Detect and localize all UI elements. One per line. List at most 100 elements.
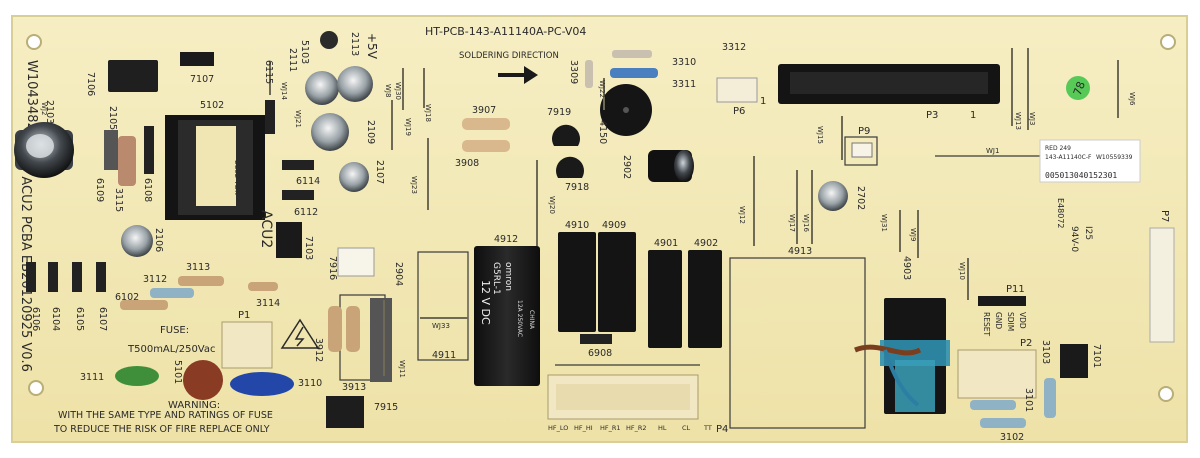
label-4910: 4910 [565,220,589,231]
ic-7101 [1060,344,1088,378]
label-3101: 3101 [1023,388,1034,412]
regulator-7915 [326,396,364,428]
label-7916: 7916 [327,256,338,280]
p11-gnd: GND [994,312,1003,329]
acu-label: ACU2 [258,210,274,248]
arrow-right-icon [498,66,538,84]
label-3111: 3111 [80,372,104,383]
svg-text:EC02 TDK: EC02 TDK [233,160,241,195]
p4-hl: HL [658,424,667,432]
label-3103: 3103 [1040,340,1051,364]
resistors [120,50,1056,428]
bottom-vertical-code: RED ACU2 PCBA EB20120925 V0.6 [18,145,33,372]
sticker-barcode: 005013040152301 [1045,171,1117,180]
barcode-sticker [1039,139,1141,183]
label-p6-pin1: 1 [760,96,766,107]
label-wj15: WJ15 [816,126,824,144]
fuse-label: FUSE: [160,325,189,336]
label-6106: 6106 [30,307,41,331]
high-voltage-warning-icon [280,318,320,349]
label-wj3: WJ3 [1028,112,1036,125]
left-vertical-code: W10434826 [24,60,39,139]
ic-7107 [180,52,214,66]
relay-4909 [598,232,636,332]
label-2107: 2107 [374,160,385,184]
label-wj6: WJ6 [1128,92,1136,106]
label-3110: 3110 [298,378,322,389]
diodes-left [26,100,314,292]
transformer-5102: EC02 TDK [165,115,265,220]
wire-blue [883,349,920,407]
label-4902: 4902 [694,238,718,249]
label-3115: 3115 [113,188,124,212]
relay-model: G5RL-1 [491,262,501,295]
label-3913: 3913 [342,382,366,393]
label-3112: 3112 [143,274,167,285]
label-p2: P2 [1020,338,1032,349]
label-4150: 4150 [597,120,608,144]
label-6112: 6112 [294,207,318,218]
label-7915: 7915 [374,402,398,413]
label-4913: 4913 [788,246,812,257]
label-3312: 3312 [722,42,746,53]
label-6908: 6908 [588,348,612,359]
connector-p1 [221,321,273,369]
capacitor-2702 [818,181,848,211]
jumper-wires [269,48,1119,376]
triac-4903 [880,298,950,414]
label-p4: P4 [716,424,728,435]
label-4909: 4909 [602,220,626,231]
optocoupler-7916 [337,247,375,277]
label-7106: 7106 [85,72,96,96]
label-wj16: WJ16 [802,214,810,232]
warning-line2: TO REDUCE THE RISK OF FIRE REPLACE ONLY [53,424,270,435]
label-wj31: WJ31 [880,214,888,232]
ul-code: E48072 [1056,198,1065,229]
soldering-direction: SOLDERING DIRECTION [459,51,559,61]
label-p9: P9 [858,126,870,137]
label-p1: P1 [238,310,250,321]
label-wj23: WJ23 [410,176,418,194]
connector-p6 [716,77,758,103]
p4-hf-r2: HF_R2 [626,424,647,432]
capacitors-5v [121,31,373,257]
label-3907: 3907 [472,105,496,116]
connector-p4 [547,374,699,420]
label-2106: 2106 [153,228,164,252]
label-6105: 6105 [74,307,85,331]
label-wj21: WJ21 [294,110,302,128]
label-3113: 3113 [186,262,210,273]
label-p11: P11 [1006,284,1025,295]
label-3908: 3908 [455,158,479,169]
label-4912: 4912 [494,234,518,245]
sticker-line2: 143-A11140C-F [1045,154,1092,161]
relay-voltage: 12 V DC [479,280,492,325]
label-wj9: WJ9 [909,228,917,241]
label-7107: 7107 [190,74,214,85]
header-p11 [978,296,1026,306]
label-7919: 7919 [547,107,571,118]
capacitor-2103 [14,122,74,178]
p4-hf-hi: HF_HI [574,424,593,432]
label-6107: 6107 [97,307,108,331]
fuse-rating: T500mAL/250Vac [127,344,216,355]
label-wj13: WJ13 [1014,112,1022,130]
board-title: HT-PCB-143-A11140A-PC-V04 [425,25,586,38]
label-wj19: WJ19 [404,118,412,136]
green-sticker-text: 78 [1071,80,1088,98]
label-4901: 4901 [654,238,678,249]
capacitor-3110 [230,372,294,396]
label-wj2: WJ2 [40,102,48,115]
label-3310: 3310 [672,57,696,68]
label-2902: 2902 [621,155,632,179]
label-2109: 2109 [365,120,376,144]
label-5102: 5102 [200,100,224,111]
label-6104: 6104 [50,307,61,331]
capacitor-2904 [370,298,392,382]
label-7103: 7103 [303,236,314,260]
label-5103: 5103 [299,40,310,64]
capacitor-2902 [648,150,694,182]
ul-num: I25 [1083,226,1093,240]
label-3102: 3102 [1000,432,1024,443]
p11-reset: RESET [982,312,991,336]
